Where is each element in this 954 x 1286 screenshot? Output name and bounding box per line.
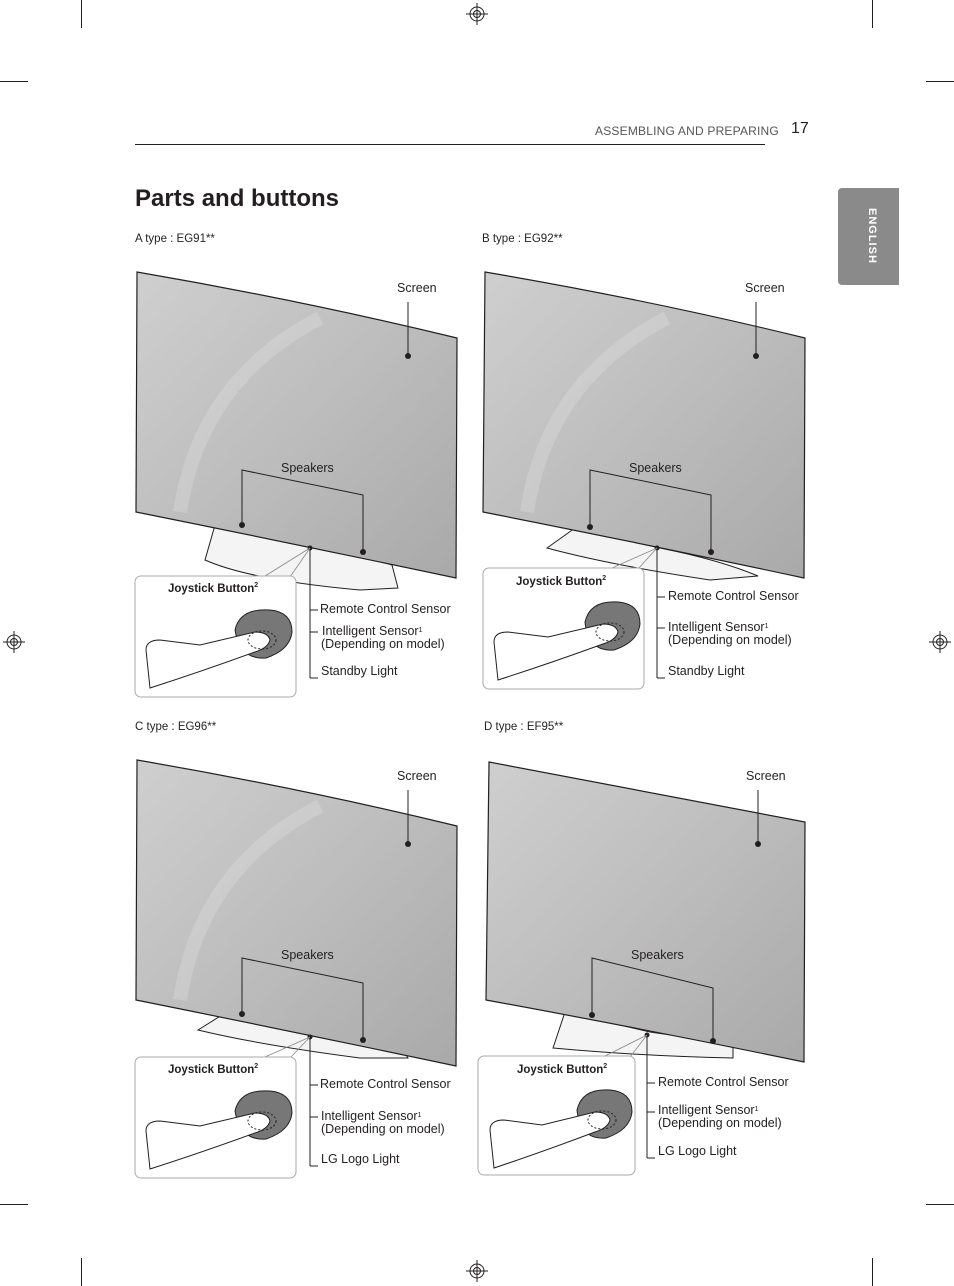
finger-press-illustration (145, 609, 293, 689)
screen-label-d: Screen (746, 769, 786, 783)
joystick-title-d: Joystick Button2 (517, 1063, 608, 1076)
finger-press-illustration (145, 1090, 293, 1170)
screen-label-b: Screen (745, 281, 785, 295)
crop-mark (0, 1204, 28, 1205)
remote-sensor-label-a: Remote Control Sensor (320, 602, 451, 616)
depending-label-d: (Depending on model) (658, 1116, 782, 1130)
finger-press-illustration (489, 1089, 633, 1169)
crop-mark (872, 0, 873, 28)
type-label-b: B type : EG92** (482, 233, 563, 245)
finger-press-illustration (493, 601, 641, 681)
registration-mark-icon (466, 1260, 488, 1282)
bottom-label-d: LG Logo Light (658, 1144, 737, 1158)
type-label-a: A type : EG91** (135, 233, 215, 245)
remote-sensor-label-b: Remote Control Sensor (668, 589, 799, 603)
bottom-label-a: Standby Light (321, 664, 398, 678)
page-number: 17 (791, 120, 809, 137)
intelligent-sensor-label-b: Intelligent Sensor1 (668, 620, 769, 634)
type-label-c: C type : EG96** (135, 721, 217, 733)
crop-mark (81, 1258, 82, 1286)
crop-mark (81, 0, 82, 28)
depending-label-a: (Depending on model) (321, 637, 445, 651)
intelligent-sensor-label-d: Intelligent Sensor1 (658, 1103, 759, 1117)
speakers-label-d: Speakers (631, 948, 684, 962)
page-title: Parts and buttons (135, 185, 340, 212)
registration-mark-icon (466, 3, 488, 25)
screen-label-c: Screen (397, 769, 437, 783)
depending-label-c: (Depending on model) (321, 1122, 445, 1136)
type-label-d: D type : EF95** (484, 721, 564, 733)
joystick-title-a: Joystick Button2 (168, 582, 259, 595)
crop-mark (926, 1204, 954, 1205)
crop-mark (0, 81, 28, 82)
remote-sensor-label-c: Remote Control Sensor (320, 1077, 451, 1091)
depending-label-b: (Depending on model) (668, 633, 792, 647)
language-tab: ENGLISH (838, 188, 899, 285)
intelligent-sensor-label-a: Intelligent Sensor1 (322, 624, 423, 638)
remote-sensor-label-d: Remote Control Sensor (658, 1075, 789, 1089)
header-divider (135, 144, 765, 145)
registration-mark-icon (3, 631, 25, 653)
screen-label-a: Screen (397, 281, 437, 295)
bottom-label-b: Standby Light (668, 664, 745, 678)
crop-mark (926, 81, 954, 82)
speakers-label-a: Speakers (281, 461, 334, 475)
speakers-label-c: Speakers (281, 948, 334, 962)
bottom-label-c: LG Logo Light (321, 1152, 400, 1166)
joystick-title-c: Joystick Button2 (168, 1063, 259, 1076)
intelligent-sensor-label-c: Intelligent Sensor1 (321, 1109, 422, 1123)
registration-mark-icon (929, 631, 951, 653)
section-header: ASSEMBLING AND PREPARING (595, 124, 779, 138)
crop-mark (872, 1258, 873, 1286)
joystick-title-b: Joystick Button2 (516, 575, 607, 588)
speakers-label-b: Speakers (629, 461, 682, 475)
